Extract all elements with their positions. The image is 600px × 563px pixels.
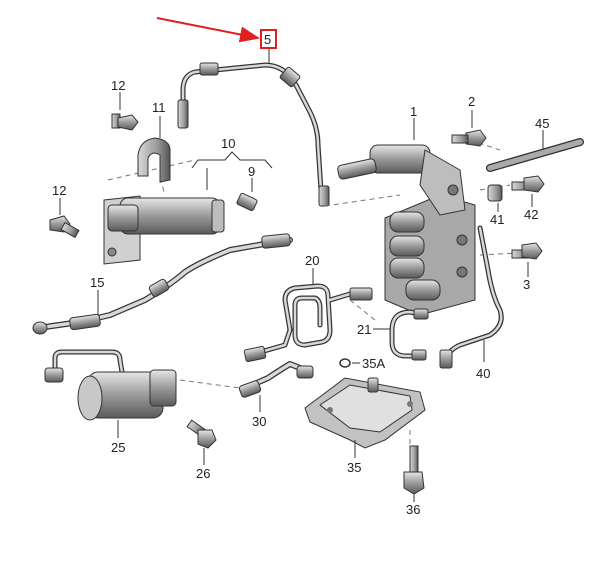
connector-part-30 [238,361,314,398]
label-part-12-top: 12 [111,78,125,93]
label-part-9: 9 [248,164,255,179]
label-part-10: 10 [221,136,235,151]
bolt-part-42 [511,175,545,193]
label-part-40: 40 [476,366,490,381]
label-part-41: 41 [490,212,504,227]
cover-part-35 [304,377,426,449]
label-part-25: 25 [111,440,125,455]
label-part-20: 20 [305,253,319,268]
label-part-42: 42 [524,207,538,222]
hose-part-40 [439,225,504,369]
label-part-36: 36 [406,502,420,517]
pipe-part-20 [243,283,373,363]
bolt-part-3 [511,242,543,260]
hose-part-15 [32,233,293,335]
bolt-part-9 [236,192,258,212]
highlight-arrow [156,17,260,43]
rod-part-45 [486,138,584,172]
sleeve-part-41 [487,184,503,202]
label-part-30: 30 [252,414,266,429]
bolt-part-12-top [111,113,139,131]
bolt-part-36 [403,445,425,495]
highlight-box [260,29,277,49]
bolt-part-2 [451,129,487,147]
label-part-15: 15 [90,275,104,290]
accumulator-part-10 [103,195,225,265]
pump-motor-part-25 [44,349,177,421]
label-part-5: 5 [264,32,271,47]
label-part-1: 1 [410,104,417,119]
label-part-11: 11 [152,100,166,115]
pipe-part-5 [177,62,330,207]
label-part-12-lower: 12 [52,183,66,198]
clamp-part-11 [137,137,171,183]
bolt-part-26 [186,419,217,449]
label-part-3: 3 [523,277,530,292]
label-part-35: 35 [347,460,361,475]
label-part-45: 45 [535,116,549,131]
bolt-part-12-lower [49,215,80,239]
label-part-21: 21 [357,322,371,337]
label-part-2: 2 [468,94,475,109]
label-part-35a: 35A [362,356,385,371]
o-ring-part-35a [339,358,351,368]
pipe-part-21 [389,308,429,361]
valve-body-part-1 [337,144,476,316]
label-part-26: 26 [196,466,210,481]
